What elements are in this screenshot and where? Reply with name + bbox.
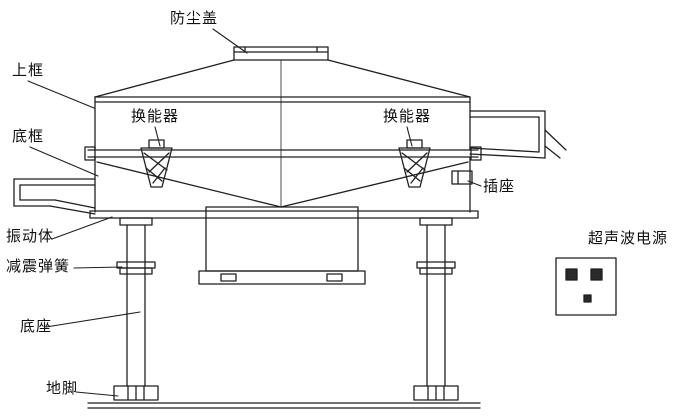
label-vibrating-body: 振动体 — [6, 228, 55, 245]
foot-right-shape — [413, 385, 459, 401]
spring-right-shape — [416, 217, 456, 387]
upper-frame-shape — [94, 96, 471, 151]
power-box-shape — [555, 257, 617, 316]
leader-lines — [27, 28, 482, 397]
foot-leader — [75, 391, 119, 397]
label-ultrasonic-power: 超声波电源 — [588, 230, 669, 247]
dust-cover-leader — [212, 28, 248, 54]
label-transducer-right: 换能器 — [383, 108, 432, 125]
damping-spring-leader — [73, 266, 123, 269]
right-outlet-shape — [469, 110, 567, 159]
transducer-left-leader — [154, 126, 161, 147]
base-plate-shape — [89, 210, 479, 219]
transducer-right-leader — [406, 126, 413, 147]
transducer-left-shape — [140, 139, 173, 188]
upper-frame-leader — [27, 80, 95, 109]
lid-shape — [94, 59, 471, 103]
label-base: 底座 — [20, 318, 53, 335]
bottom-frame-leader — [29, 146, 99, 177]
label-damping-spring: 减震弹簧 — [6, 258, 71, 275]
label-socket: 插座 — [483, 178, 516, 195]
left-outlet-shape — [13, 178, 96, 215]
base-leader — [45, 311, 141, 328]
foot-left-shape — [113, 385, 159, 401]
dust-cover-shape — [233, 46, 329, 61]
spring-left-shape — [116, 217, 156, 387]
vibrating-body-leader — [51, 216, 113, 240]
label-transducer-left: 换能器 — [131, 108, 180, 125]
label-upper-frame: 上框 — [12, 62, 45, 79]
motor-box-shape — [198, 206, 366, 285]
label-dust-cover: 防尘盖 — [170, 10, 219, 27]
clamp-ring-shape — [84, 146, 482, 161]
transducer-right-shape — [398, 139, 431, 188]
label-bottom-frame: 底框 — [12, 128, 45, 145]
socket-shape — [451, 170, 473, 185]
label-foot: 地脚 — [46, 380, 79, 397]
ground-line — [87, 402, 481, 409]
socket-leader — [467, 180, 482, 187]
